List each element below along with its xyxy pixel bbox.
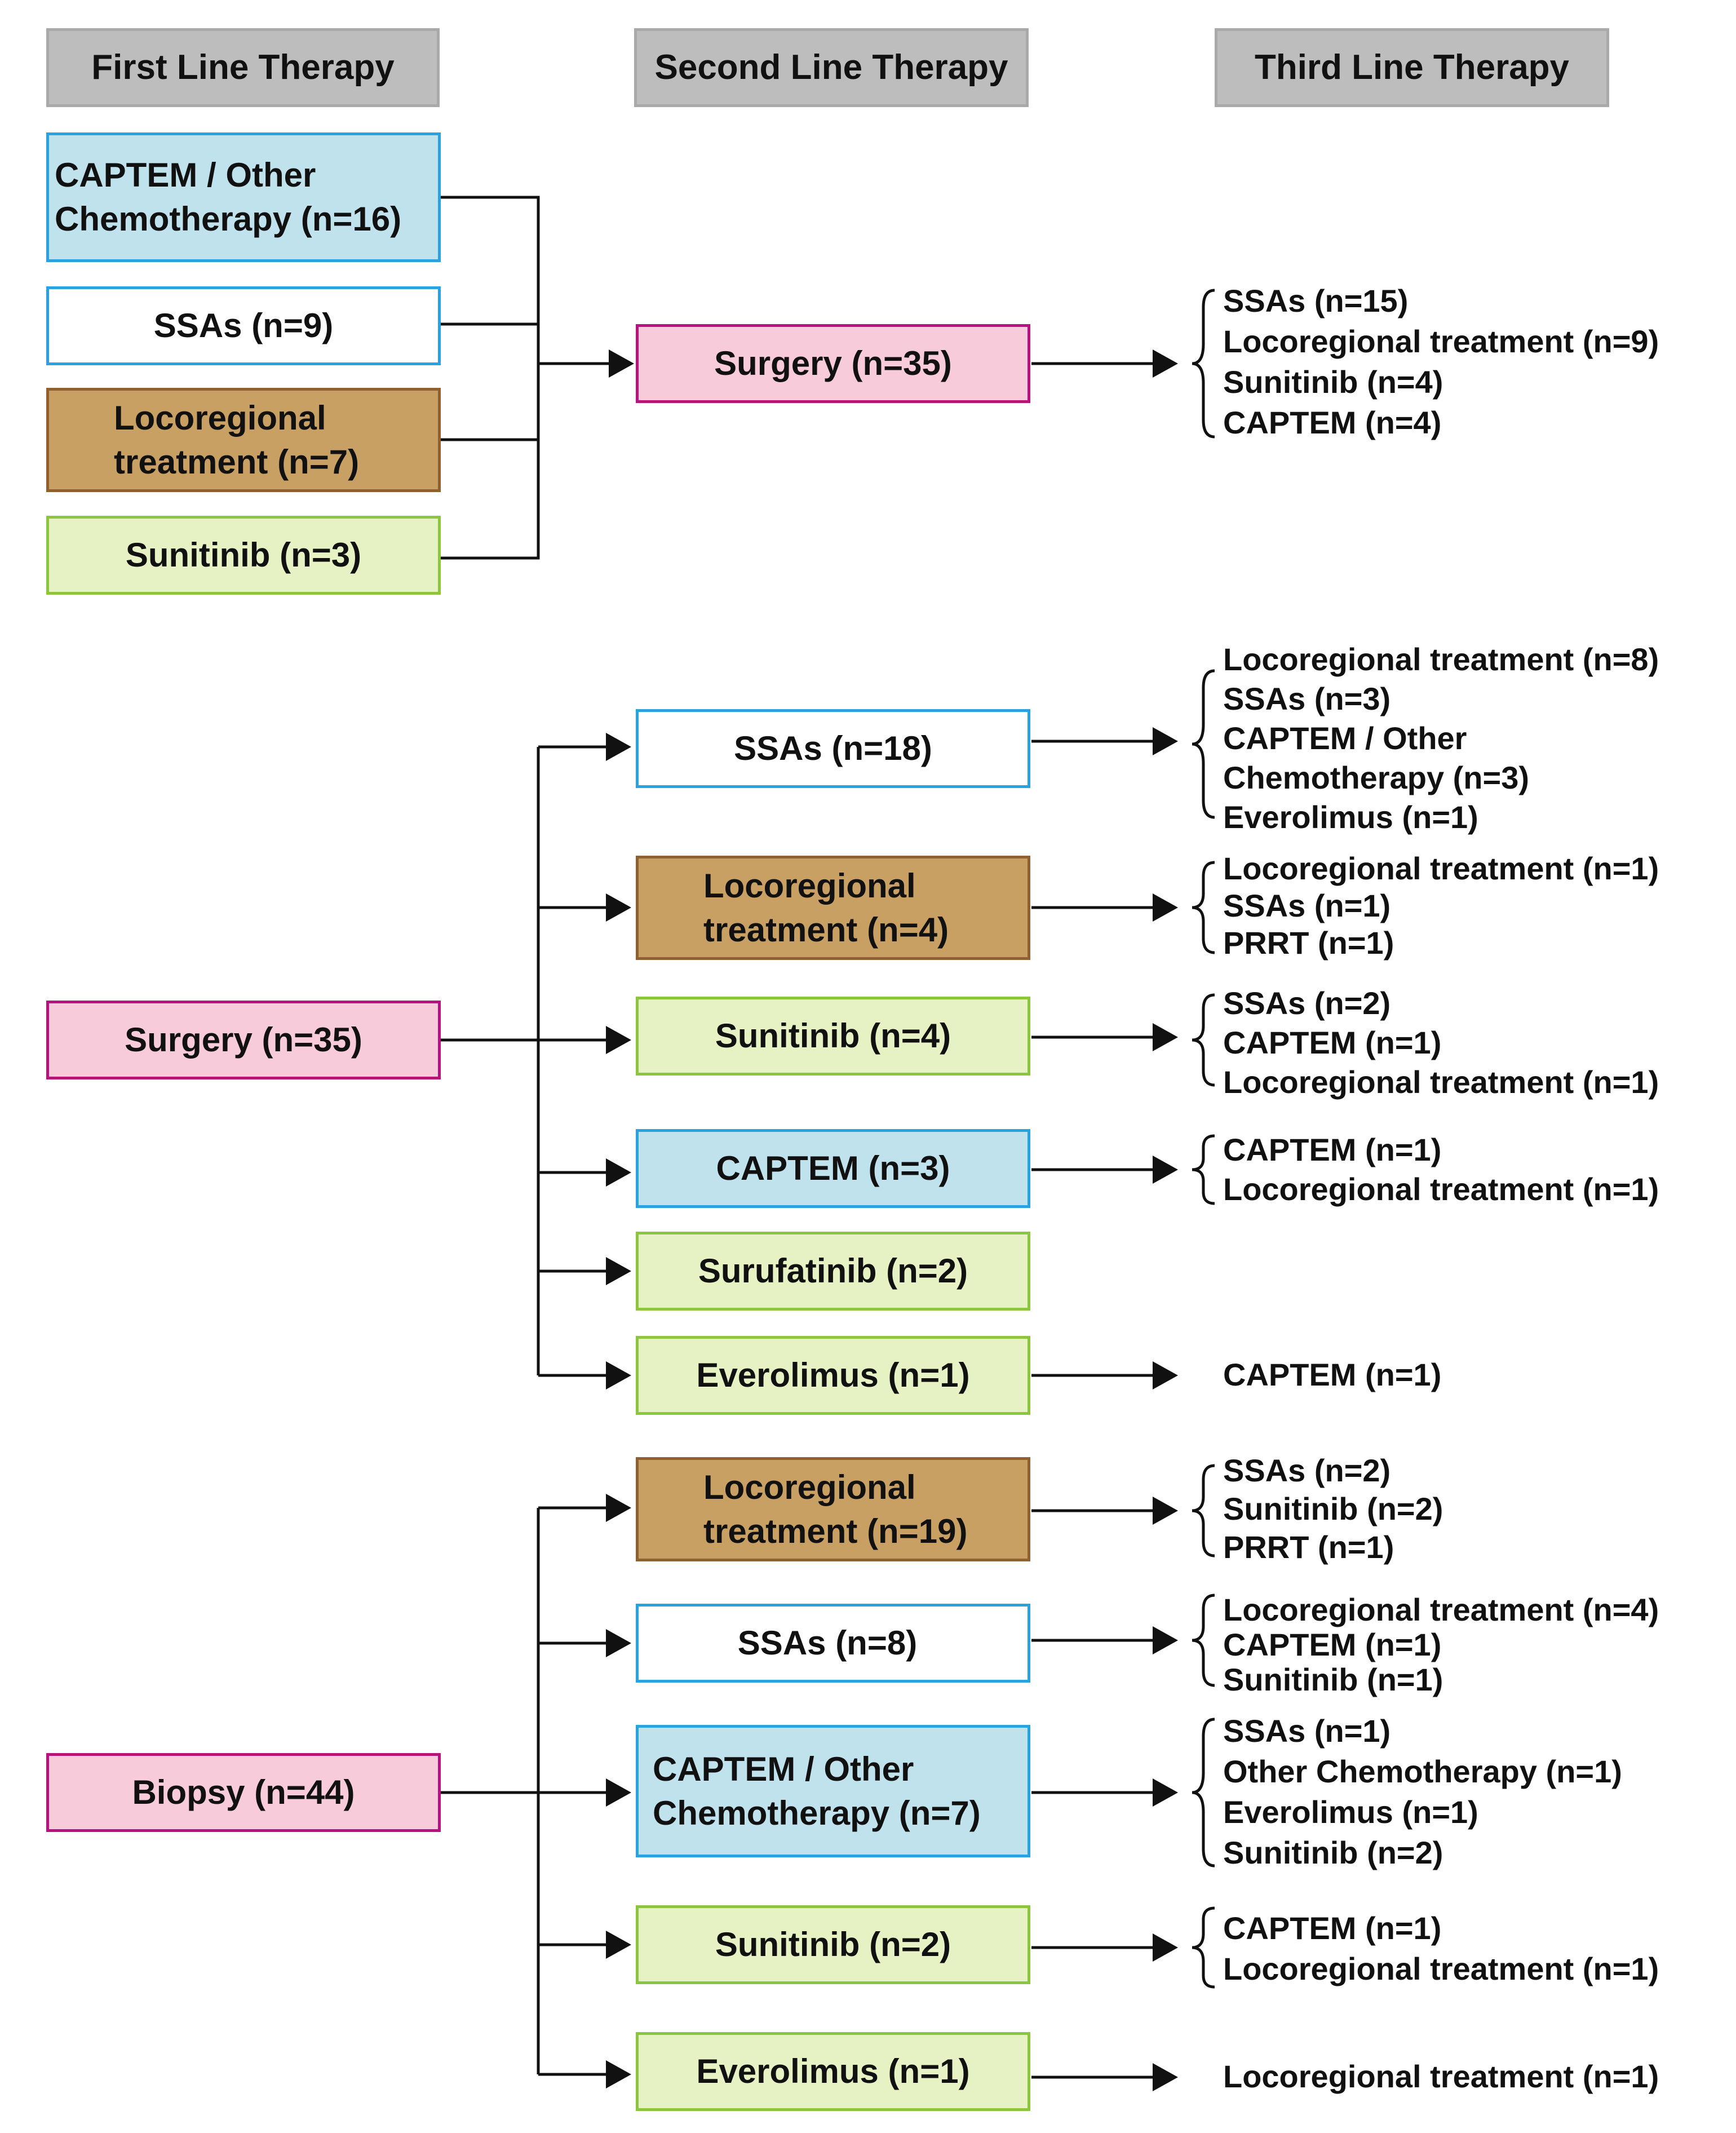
node-ssas-first: SSAs (n=9) (46, 286, 441, 365)
outcomes-after-captem-chemo-biopsy: SSAs (n=1) Other Chemotherapy (n=1) Ever… (1223, 1711, 1622, 1873)
outcome-item: Sunitinib (n=4) (1223, 364, 1443, 400)
outcome-item: Chemotherapy (n=3) (1223, 760, 1529, 795)
outcome-item: CAPTEM / Other (1223, 720, 1467, 756)
node-locoregional-first: Locoregional treatment (n=7) (46, 388, 441, 492)
section1-connectors (440, 196, 1178, 560)
header-third-line: Third Line Therapy (1215, 28, 1609, 107)
outcomes-after-sunitinib: SSAs (n=2) CAPTEM (n=1) Locoregional tre… (1223, 984, 1659, 1102)
outcome-item: Locoregional treatment (n=4) (1223, 1592, 1659, 1627)
node-sunitinib-second: Sunitinib (n=4) (636, 997, 1030, 1076)
outcomes-after-everolimus-biopsy: Locoregional treatment (n=1) (1223, 2057, 1659, 2096)
outcome-item: PRRT (n=1) (1223, 1529, 1394, 1565)
outcome-item: Sunitinib (n=2) (1223, 1835, 1443, 1870)
outcome-item: CAPTEM (n=1) (1223, 1132, 1442, 1167)
outcome-item: CAPTEM (n=4) (1223, 405, 1442, 440)
outcome-item: Sunitinib (n=1) (1223, 1662, 1443, 1697)
node-biopsy-first: Biopsy (n=44) (46, 1753, 441, 1832)
node-surufatinib-second: Surufatinib (n=2) (636, 1232, 1030, 1311)
outcomes-after-ssas-biopsy: Locoregional treatment (n=4) CAPTEM (n=1… (1223, 1592, 1659, 1697)
node-everolimus-second-biopsy: Everolimus (n=1) (636, 2032, 1030, 2111)
node-captem-chemo-second-biopsy: CAPTEM / Other Chemotherapy (n=7) (636, 1725, 1030, 1857)
outcome-item: Everolimus (n=1) (1223, 799, 1478, 835)
outcome-item: Locoregional treatment (n=1) (1223, 851, 1659, 886)
outcome-item: Locoregional treatment (n=1) (1223, 1171, 1659, 1207)
node-ssas-second: SSAs (n=18) (636, 709, 1030, 788)
node-ssas-second-biopsy: SSAs (n=8) (636, 1604, 1030, 1683)
outcome-item: Locoregional treatment (n=1) (1223, 1951, 1659, 1986)
node-sunitinib-second-biopsy: Sunitinib (n=2) (636, 1905, 1030, 1984)
outcomes-after-locoregional-biopsy: SSAs (n=2) Sunitinib (n=2) PRRT (n=1) (1223, 1451, 1443, 1566)
outcome-item: PRRT (n=1) (1223, 925, 1394, 961)
section3-connectors (440, 1494, 1178, 2091)
outcomes-after-locoregional: Locoregional treatment (n=1) SSAs (n=1) … (1223, 850, 1659, 962)
node-locoregional-second: Locoregional treatment (n=4) (636, 856, 1030, 960)
outcome-item: Locoregional treatment (n=9) (1223, 324, 1659, 359)
outcome-item: Everolimus (n=1) (1223, 1794, 1478, 1830)
node-locoregional-second-biopsy: Locoregional treatment (n=19) (636, 1457, 1030, 1561)
outcome-item: SSAs (n=2) (1223, 985, 1391, 1021)
node-surgery-first: Surgery (n=35) (46, 1001, 441, 1079)
outcome-item: Sunitinib (n=2) (1223, 1491, 1443, 1526)
outcomes-after-ssas: Locoregional treatment (n=8) SSAs (n=3) … (1223, 640, 1659, 837)
outcome-item: Locoregional treatment (n=1) (1223, 2059, 1659, 2094)
outcome-item: SSAs (n=2) (1223, 1453, 1391, 1488)
outcomes-after-captem: CAPTEM (n=1) Locoregional treatment (n=1… (1223, 1130, 1659, 1209)
section2-connectors (440, 727, 1178, 1389)
outcome-item: SSAs (n=15) (1223, 283, 1409, 318)
outcome-item: Locoregional treatment (n=1) (1223, 1064, 1659, 1100)
node-everolimus-second: Everolimus (n=1) (636, 1336, 1030, 1415)
outcome-item: CAPTEM (n=1) (1223, 1357, 1442, 1392)
header-first-line: First Line Therapy (46, 28, 440, 107)
node-sunitinib-first: Sunitinib (n=3) (46, 516, 441, 595)
node-captem-chemo-first: CAPTEM / Other Chemotherapy (n=16) (46, 132, 441, 262)
outcome-item: SSAs (n=1) (1223, 888, 1391, 923)
outcome-item: Locoregional treatment (n=8) (1223, 641, 1659, 677)
outcome-item: SSAs (n=1) (1223, 1713, 1391, 1749)
outcomes-after-sunitinib-biopsy: CAPTEM (n=1) Locoregional treatment (n=1… (1223, 1908, 1659, 1989)
outcome-item: CAPTEM (n=1) (1223, 1910, 1442, 1946)
outcome-item: Other Chemotherapy (n=1) (1223, 1754, 1622, 1789)
outcomes-after-everolimus: CAPTEM (n=1) (1223, 1356, 1441, 1394)
node-surgery-second: Surgery (n=35) (636, 324, 1030, 403)
outcomes-after-surgery: SSAs (n=15) Locoregional treatment (n=9)… (1223, 282, 1659, 444)
header-second-line: Second Line Therapy (634, 28, 1029, 107)
outcome-item: CAPTEM (n=1) (1223, 1627, 1442, 1662)
outcome-braces (1192, 289, 1215, 1989)
node-captem-second: CAPTEM (n=3) (636, 1129, 1030, 1208)
outcome-item: CAPTEM (n=1) (1223, 1025, 1442, 1060)
outcome-item: SSAs (n=3) (1223, 681, 1391, 716)
